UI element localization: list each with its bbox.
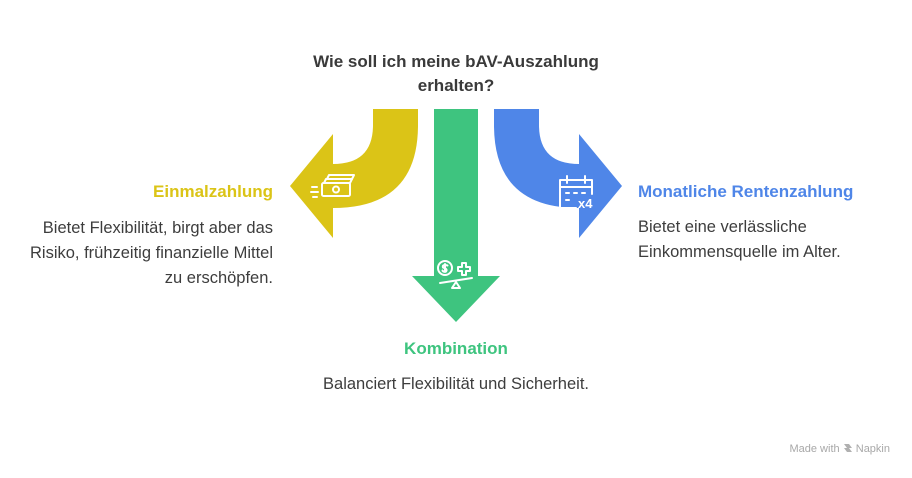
- calendar-multiplier-label: x4: [578, 196, 593, 211]
- center-arrow: [412, 109, 500, 322]
- option-heading-rentenzahlung: Monatliche Rentenzahlung: [638, 182, 854, 201]
- diagram-title: Wie soll ich meine bAV-Auszahlung erhalt…: [256, 50, 656, 98]
- made-with-napkin-footer[interactable]: Made with Napkin: [760, 443, 890, 455]
- napkin-logo-icon: [843, 443, 856, 455]
- calendar-x4-icon: x4: [559, 175, 593, 211]
- left-arrow: [290, 109, 418, 238]
- money-stack-icon: [310, 174, 355, 198]
- made-with-label: Made with: [789, 443, 840, 455]
- option-description-kombination: Balanciert Flexibilität und Sicherheit.: [323, 375, 589, 393]
- option-heading-kombination: Kombination: [404, 339, 508, 358]
- option-description-einmalzahlung: Bietet Flexibilität, birgt aber das Risi…: [29, 219, 273, 287]
- napkin-brand-label: Napkin: [855, 443, 890, 455]
- title-line-2: erhalten?: [417, 76, 495, 95]
- title-line-1: Wie soll ich meine bAV-Auszahlung: [313, 52, 599, 71]
- right-arrow: [494, 109, 622, 238]
- scale-balance-icon: [437, 260, 473, 289]
- option-heading-einmalzahlung: Einmalzahlung: [153, 182, 273, 201]
- option-description-rentenzahlung: Bietet eine verlässliche Einkommensquell…: [638, 218, 841, 261]
